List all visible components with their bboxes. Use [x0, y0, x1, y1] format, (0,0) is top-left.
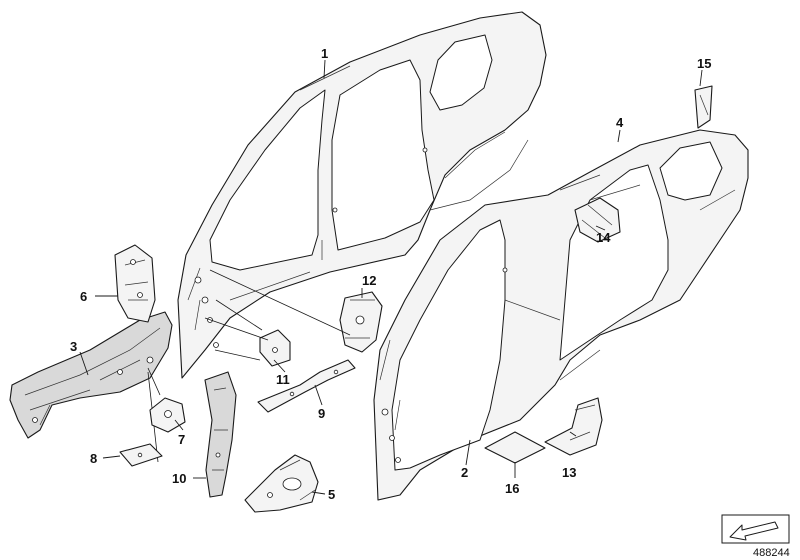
- callout-8: 8: [90, 451, 97, 466]
- callout-9: 9: [318, 406, 325, 421]
- part-16-flat-plate: [484, 431, 546, 464]
- callout-5: 5: [328, 487, 335, 502]
- document-number: 488244: [753, 547, 790, 559]
- callout-4: 4: [616, 115, 624, 130]
- part-10-pillar-reinforcement: [204, 371, 237, 498]
- assembly-lines: [204, 269, 351, 361]
- part-15-narrow-plate: [694, 85, 713, 129]
- callouts: 1 2 3 4 5 6 7 8 9 10 11 12 13 14 15 16: [70, 46, 711, 502]
- callout-14: 14: [596, 230, 611, 245]
- part-9-strap: [257, 359, 356, 413]
- callout-2: 2: [461, 465, 468, 480]
- part-7-plate: [149, 397, 186, 433]
- callout-15: 15: [697, 56, 711, 71]
- callout-7: 7: [178, 432, 185, 447]
- callout-10: 10: [172, 471, 186, 486]
- part-4-side-frame-outer: [373, 129, 749, 501]
- callout-6: 6: [80, 289, 87, 304]
- leader-lines: [79, 59, 703, 495]
- part-14-bracket: [574, 197, 621, 243]
- part-13-angle-bracket: [544, 397, 603, 456]
- part-5-floor-bracket: [244, 454, 319, 513]
- part-12-bracket: [339, 291, 383, 353]
- part-6-bracket: [114, 244, 156, 323]
- callout-3: 3: [70, 339, 77, 354]
- callout-1: 1: [321, 46, 328, 61]
- direction-arrow-icon: [721, 514, 790, 544]
- callout-13: 13: [562, 465, 576, 480]
- part-8-flat-plate: [119, 443, 163, 467]
- callout-11: 11: [276, 372, 290, 387]
- callout-16: 16: [505, 481, 519, 496]
- part-11-small-bracket: [259, 329, 291, 367]
- part-3-front-member: [9, 311, 173, 463]
- callout-12: 12: [362, 273, 376, 288]
- part-1-side-frame: [177, 11, 547, 379]
